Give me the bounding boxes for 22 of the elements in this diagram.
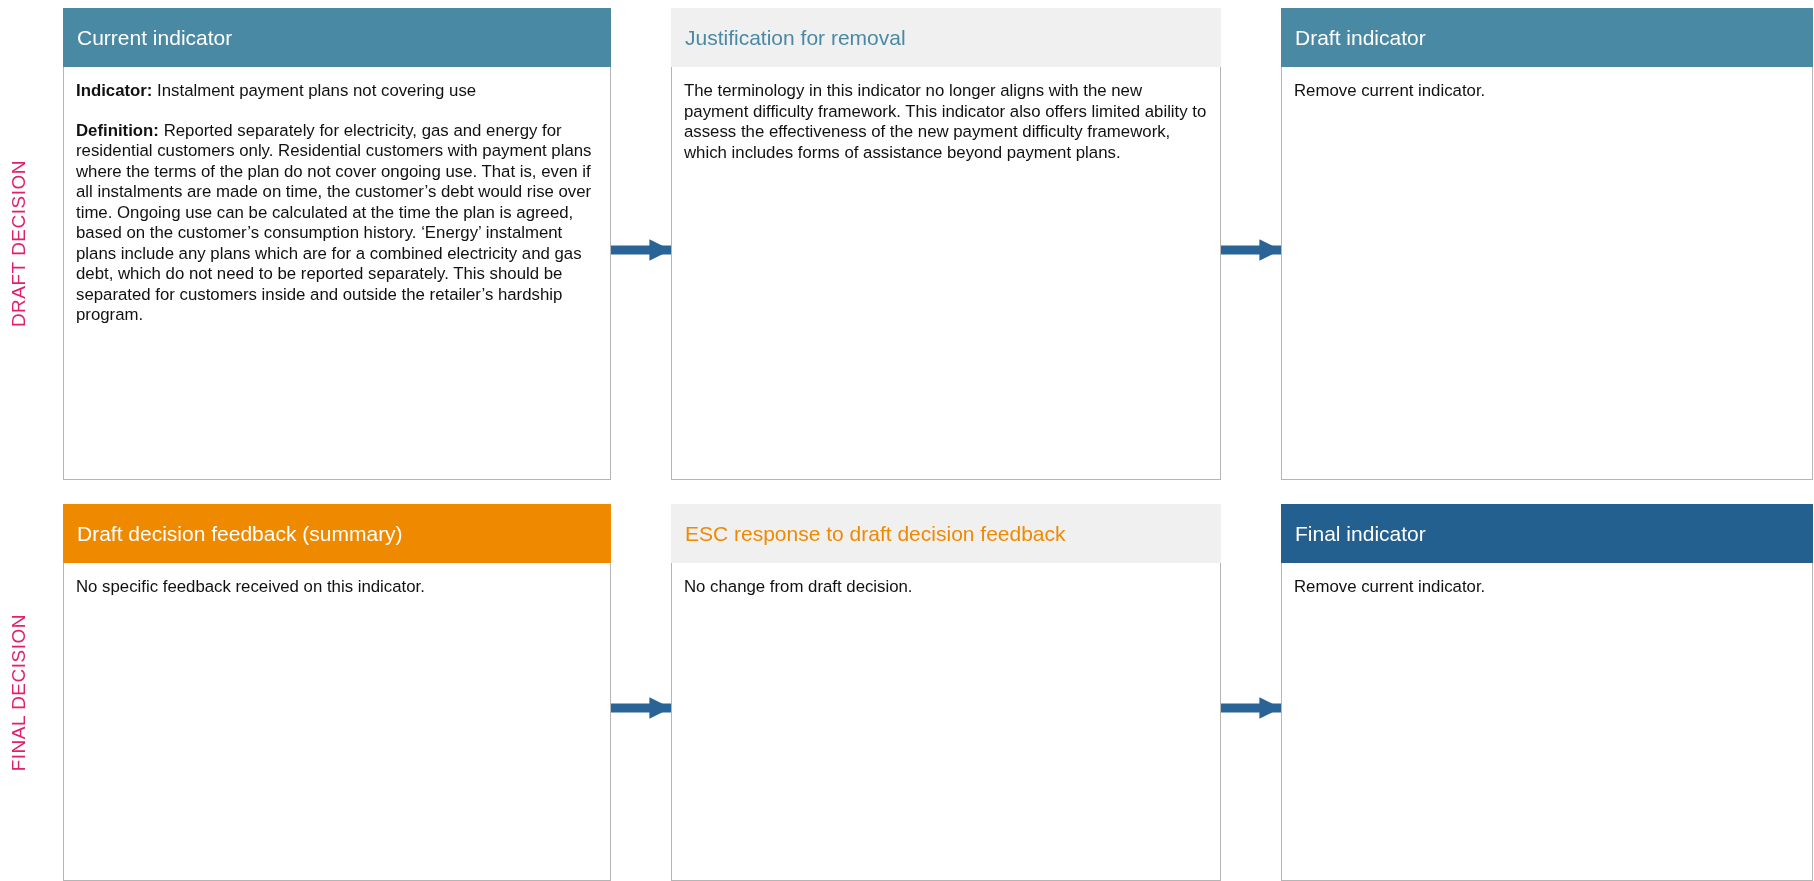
card-header: Draft indicator [1281, 8, 1813, 67]
body-text: Remove current indicator. [1294, 577, 1487, 598]
card-header: Draft decision feedback (summary) [63, 504, 611, 563]
body-text: No change from draft decision. [684, 577, 914, 598]
card-header: Justification for removal [671, 8, 1221, 67]
card-header: ESC response to draft decision feedback [671, 504, 1221, 563]
body-text: Definition: Reported separately for electricity, gas and energy for residential customers only. Residential customers with payment plans where the terms of the plan do not cover ongoing use. That is, even if all instalments are made on time, the customer’s debt would rise over time. Ongoing use can be calculated at the time the plan is agreed, based on the customer’s consumption history. ‘Energy’ instalment plans include any plans which are for a combined electricity and gas debt, which do not need to be reported separately. This should be separated for customers inside and outside the retailer’s hardship program. [76, 120, 593, 326]
arrow [611, 697, 671, 719]
body-text: The terminology in this indicator no longer aligns with the new payment difficulty framework. This indicator also offers limited ability to assess the effectiveness of the new payment difficulty framework, which includes forms of assistance beyond payment plans. [684, 81, 1208, 163]
row-label: DRAFT DECISION [8, 160, 30, 328]
body-text: Remove current indicator. [1294, 81, 1487, 102]
arrow [1221, 239, 1281, 261]
card [1281, 504, 1813, 881]
card [63, 504, 611, 881]
body-text: Indicator: Instalment payment plans not covering use [76, 81, 478, 102]
arrow [611, 239, 671, 261]
arrow [1221, 697, 1281, 719]
row-label: FINAL DECISION [8, 613, 30, 772]
card-header: Current indicator [63, 8, 611, 67]
body-text: No specific feedback received on this indicator. [76, 577, 426, 598]
card-header: Final indicator [1281, 504, 1813, 563]
card [671, 504, 1221, 881]
